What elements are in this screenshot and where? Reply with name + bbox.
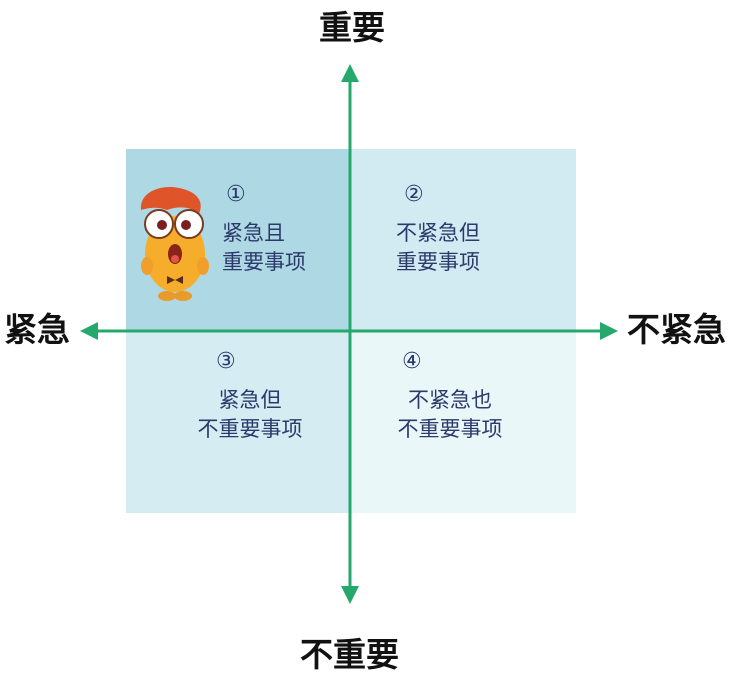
quadrant-1-text: ① 紧急且 重要事项 [222,180,328,277]
quadrant-1-line1: 紧急且 [222,219,328,248]
quadrant-4-line1: 不紧急也 [380,386,520,415]
arrow-up-icon [341,64,359,82]
quadrant-3-line2: 不重要事项 [180,415,320,444]
quadrant-2-line1: 不紧急但 [396,219,496,248]
quadrant-4-number: ④ [380,347,520,376]
quadrant-4-text: ④ 不紧急也 不重要事项 [380,347,520,444]
arrow-down-icon [341,586,359,604]
axis-label-not-important: 不重要 [300,638,399,671]
quadrant-4-line2: 不重要事项 [380,415,520,444]
axis-label-not-urgent: 不紧急 [627,313,726,346]
quadrant-2-text: ② 不紧急但 重要事项 [396,180,496,277]
cartoon-mascot-icon [133,184,209,304]
axis-label-important: 重要 [319,11,385,44]
quadrant-3-text: ③ 紧急但 不重要事项 [180,347,320,444]
axis-label-urgent: 紧急 [4,313,70,346]
quadrant-3-line1: 紧急但 [180,386,320,415]
quadrant-1-number: ① [222,180,328,209]
quadrant-2-line2: 重要事项 [396,248,496,277]
quadrant-1-line2: 重要事项 [222,248,328,277]
arrow-right-icon [600,322,618,340]
quadrant-2-number: ② [396,180,496,209]
quadrant-3-number: ③ [180,347,320,376]
arrow-left-icon [80,322,98,340]
